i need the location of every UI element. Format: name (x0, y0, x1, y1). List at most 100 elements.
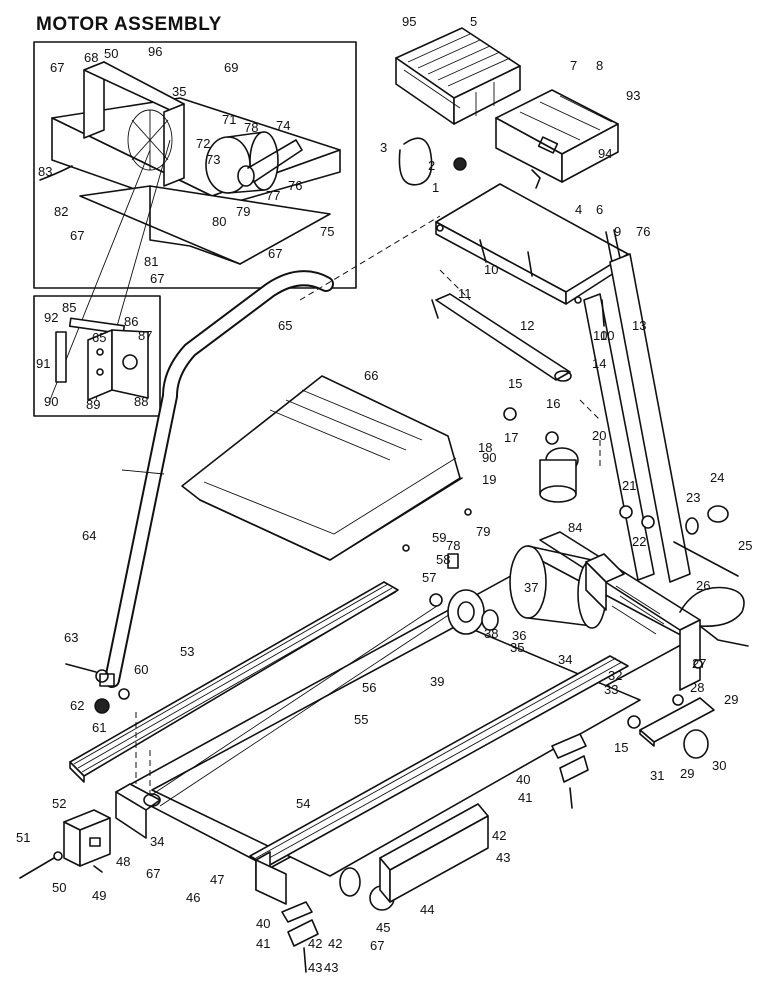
callout-label: 76 (288, 178, 302, 193)
callout-label: 42 (328, 936, 342, 951)
callout-label: 55 (354, 712, 368, 727)
callout-label: 75 (320, 224, 334, 239)
callout-label: 12 (520, 318, 534, 333)
callout-label: 95 (402, 14, 416, 29)
callout-label: 86 (124, 314, 138, 329)
bracket-detail (55, 317, 149, 401)
wheel-24 (707, 505, 729, 523)
crossbar-12 (435, 293, 571, 381)
callout-label: 35 (172, 84, 186, 99)
callout-label: 49 (92, 888, 106, 903)
callout-label: 19 (482, 472, 496, 487)
callout-label: 59 (432, 530, 446, 545)
callout-label: 87 (138, 328, 152, 343)
callout-label: 4 (575, 202, 582, 217)
callout-label: 32 (608, 668, 622, 683)
callout-label: 29 (680, 766, 694, 781)
callout-label: 14 (592, 356, 606, 371)
callout-label: 58 (436, 552, 450, 567)
callout-label: 66 (364, 368, 378, 383)
callout-label: 50 (104, 46, 118, 61)
callout-label: 41 (518, 790, 532, 805)
callout-label: 52 (52, 796, 66, 811)
callout-label: 67 (150, 271, 164, 286)
callout-label: 34 (558, 652, 572, 667)
callout-label: 78 (446, 538, 460, 553)
callout-label: 7 (570, 58, 577, 73)
callout-label: 43 (324, 960, 338, 975)
callout-label: 5 (470, 14, 477, 29)
callout-label: 9 (614, 224, 621, 239)
callout-label: 69 (224, 60, 238, 75)
callout-label: 68 (84, 50, 98, 65)
callout-label: 91 (36, 356, 50, 371)
front-roller-34 (143, 793, 161, 807)
callout-label: 89 (86, 397, 100, 412)
callout-label: 10 (600, 328, 614, 343)
callout-label: 77 (266, 188, 280, 203)
console-board-94 (495, 89, 619, 183)
callout-label: 85 (62, 300, 76, 315)
callout-label: 28 (690, 680, 704, 695)
callout-label: 45 (376, 920, 390, 935)
callout-label: 44 (420, 902, 434, 917)
callout-label: 20 (592, 428, 606, 443)
inset-power-cord (39, 165, 73, 181)
callout-label: 96 (148, 44, 162, 59)
flywheel-78 (447, 589, 485, 635)
callout-label: 63 (64, 630, 78, 645)
inset-belt (247, 139, 303, 183)
callout-label: 15 (614, 740, 628, 755)
callout-label: 73 (206, 152, 220, 167)
callout-label: 43 (496, 850, 510, 865)
callout-label: 36 (512, 628, 526, 643)
callout-label: 46 (186, 890, 200, 905)
upright-inner (583, 293, 655, 581)
callout-label: 13 (632, 318, 646, 333)
callout-label: 61 (92, 720, 106, 735)
callout-label: 57 (422, 570, 436, 585)
callout-label: 10 (593, 328, 607, 343)
callout-label: 42 (492, 828, 506, 843)
callout-label: 1 (432, 180, 439, 195)
callout-label: 22 (632, 534, 646, 549)
callout-label: 10 (484, 262, 498, 277)
callout-label: 76 (636, 224, 650, 239)
callout-label: 92 (44, 310, 58, 325)
callout-label: 25 (738, 538, 752, 553)
inset-base (39, 61, 341, 401)
callout-label: 3 (380, 140, 387, 155)
callout-label: 94 (598, 146, 612, 161)
callout-label: 65 (278, 318, 292, 333)
callout-label: 16 (546, 396, 560, 411)
callout-label: 84 (568, 520, 582, 535)
bracket-detail-inset (33, 295, 161, 417)
callout-label: 2 (428, 158, 435, 173)
callout-label: 65 (92, 330, 106, 345)
callout-label: 81 (144, 254, 158, 269)
callout-label: 34 (150, 834, 164, 849)
motor-hood-66 (181, 375, 472, 561)
callout-label: 79 (236, 204, 250, 219)
callout-label: 29 (724, 692, 738, 707)
callout-label: 67 (370, 938, 384, 953)
callout-label: 54 (296, 796, 310, 811)
inset-cover-plate (79, 185, 331, 265)
callout-label: 80 (212, 214, 226, 229)
treadmill-deck (19, 407, 749, 973)
callout-label: 11 (458, 286, 472, 301)
callout-label: 67 (50, 60, 64, 75)
callout-label: 90 (482, 450, 496, 465)
callout-label: 56 (362, 680, 376, 695)
callout-label: 35 (510, 640, 524, 655)
nut-61 (94, 698, 110, 714)
callout-label: 90 (44, 394, 58, 409)
callout-label: 93 (626, 88, 640, 103)
callout-label: 78 (244, 120, 258, 135)
callout-label: 88 (134, 394, 148, 409)
power-cord-26 (679, 586, 749, 647)
callout-label: 15 (508, 376, 522, 391)
callout-label: 18 (478, 440, 492, 455)
